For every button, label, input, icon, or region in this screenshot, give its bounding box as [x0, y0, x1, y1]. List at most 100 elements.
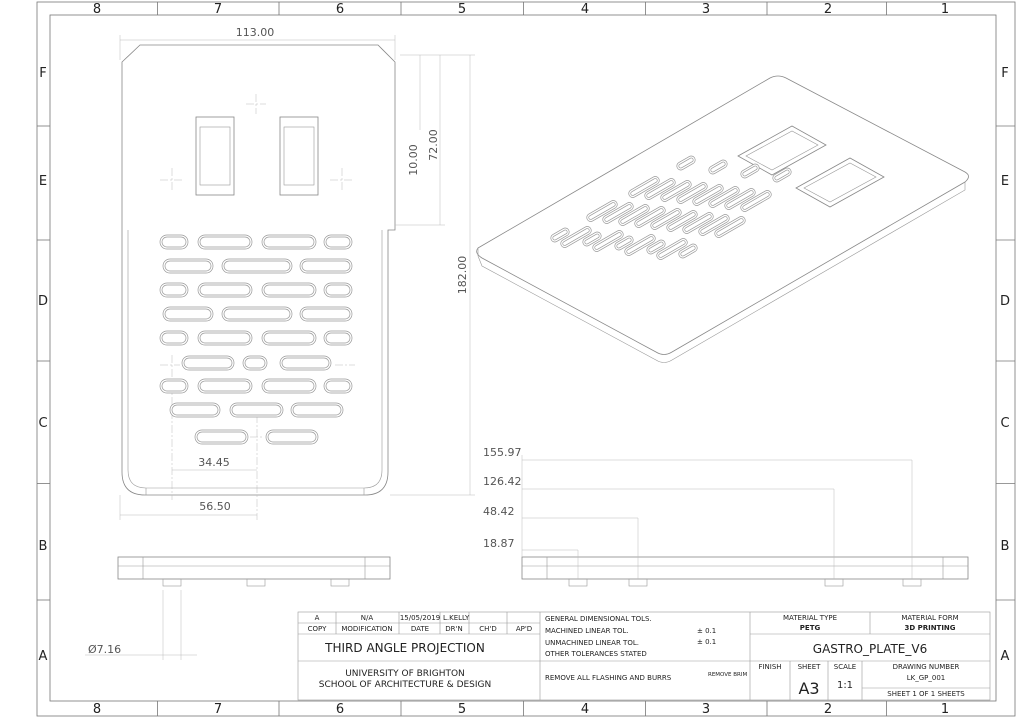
iso-slot — [740, 190, 772, 212]
rev-letter: A — [315, 614, 320, 622]
slot-inner — [231, 404, 282, 416]
slot-inner — [196, 431, 247, 443]
dim-pin-pos-2: 126.42 — [483, 475, 522, 488]
slot-inner — [325, 284, 351, 296]
dim-tab-offset: 10.00 — [407, 144, 420, 176]
iso-slot — [740, 163, 760, 179]
iso-slot — [650, 208, 682, 230]
dim-pin-pos-4: 18.87 — [483, 537, 515, 550]
iso-slot — [678, 243, 698, 259]
iso-slot — [676, 182, 708, 204]
iso-slot — [772, 167, 792, 183]
date-value: 15/05/2019 — [400, 614, 440, 622]
flashing-note: REMOVE ALL FLASHING AND BURRS — [545, 674, 672, 682]
slot-inner — [161, 284, 187, 296]
machined-tol-label: MACHINED LINEAR TOL. — [545, 627, 629, 635]
slot-inner — [301, 308, 351, 320]
zone-column-label: 3 — [702, 702, 710, 717]
zone-row-label: D — [38, 294, 48, 309]
slot-inner — [161, 332, 187, 344]
general-tols-label: GENERAL DIMENSIONAL TOLS. — [545, 615, 652, 623]
zone-row-label: A — [39, 649, 48, 664]
zone-column-label: 8 — [93, 702, 101, 717]
sheet-frame — [36, 1, 1016, 717]
unmachined-tol-value: ± 0.1 — [697, 638, 716, 646]
slot-inner — [281, 357, 330, 369]
modification-label: MODIFICATION — [341, 625, 392, 633]
material-type-value: PETG — [800, 624, 821, 632]
iso-slot — [618, 204, 650, 226]
other-tols-label: OTHER TOLERANCES STATED — [545, 650, 647, 658]
finish-value: REMOVE BRIM — [708, 672, 747, 678]
slot-inner — [199, 380, 251, 392]
zone-column-label: 5 — [458, 702, 466, 717]
slot-inner — [199, 236, 251, 248]
dim-width-top: 113.00 — [236, 26, 275, 39]
dim-pin-pos-3: 48.42 — [483, 505, 515, 518]
iso-tab-cutout-1 — [737, 125, 827, 176]
zone-row-label: C — [38, 416, 47, 431]
part-name: GASTRO_PLATE_V6 — [813, 642, 927, 656]
iso-slot — [592, 230, 624, 252]
material-type-label: MATERIAL TYPE — [783, 614, 837, 622]
sheet-label: SHEET — [798, 663, 822, 671]
machined-tol-value: ± 0.1 — [697, 627, 716, 635]
iso-slot — [682, 212, 714, 234]
top-view — [121, 44, 396, 520]
zone-row-label: F — [39, 66, 46, 81]
slot-pattern — [159, 234, 353, 445]
dim-slot-center: 34.45 — [198, 456, 230, 469]
dimension-lines: 113.00 10.00 72.00 182.00 34.45 56.50 — [119, 26, 475, 520]
zone-column-label: 4 — [581, 702, 589, 717]
zone-column-label: 4 — [581, 2, 589, 17]
unmachined-tol-label: UNMACHINED LINEAR TOL. — [545, 639, 639, 647]
material-form-value: 3D PRINTING — [904, 624, 955, 632]
slot-inner — [263, 332, 315, 344]
zone-column-label: 3 — [702, 2, 710, 17]
tab-cutout-right — [279, 116, 319, 196]
iso-slot — [586, 200, 618, 222]
slot-inner — [325, 236, 351, 248]
slot-inner — [223, 260, 291, 272]
title-block: A N/A 15/05/2019 L.KELLY COPY MODIFICATI… — [297, 611, 991, 701]
sheet-size: A3 — [798, 679, 819, 698]
material-form-label: MATERIAL FORM — [901, 614, 958, 622]
dim-pin-diameter: Ø7.16 — [88, 643, 121, 656]
date-label: DATE — [411, 625, 429, 633]
slot-inner — [164, 260, 212, 272]
iso-slot — [676, 155, 696, 171]
zone-row-label: B — [1001, 539, 1010, 554]
slot-inner — [244, 357, 266, 369]
drawing-number: LK_GP_001 — [907, 674, 946, 682]
iso-slot — [634, 206, 666, 228]
iso-slot — [560, 226, 592, 248]
slot-inner — [292, 404, 342, 416]
iso-slot — [692, 184, 724, 206]
zone-row-label: E — [1001, 174, 1009, 189]
iso-slot — [708, 159, 728, 175]
slot-inner — [171, 404, 219, 416]
sheet-count: SHEET 1 OF 1 SHEETS — [887, 690, 965, 698]
zone-row-label: F — [1001, 66, 1008, 81]
side-view-left: Ø7.16 — [85, 556, 391, 660]
slot-inner — [301, 260, 351, 272]
drawn-by-value: L.KELLY — [443, 614, 470, 622]
zone-column-label: 7 — [214, 702, 222, 717]
copy-label: COPY — [308, 625, 327, 633]
dim-tab-depth: 72.00 — [427, 129, 440, 161]
drawing-number-label: DRAWING NUMBER — [893, 663, 960, 671]
zone-column-label: 5 — [458, 2, 466, 17]
iso-slot — [614, 235, 634, 251]
slot-inner — [325, 380, 351, 392]
slot-inner — [161, 380, 187, 392]
slot-inner — [263, 380, 315, 392]
dim-overall-length: 182.00 — [456, 256, 469, 295]
zone-column-label: 8 — [93, 2, 101, 17]
iso-slot — [624, 234, 656, 256]
projection-label: THIRD ANGLE PROJECTION — [324, 641, 485, 655]
isometric-view — [476, 75, 969, 363]
iso-slot — [602, 202, 634, 224]
iso-slot — [714, 216, 746, 238]
